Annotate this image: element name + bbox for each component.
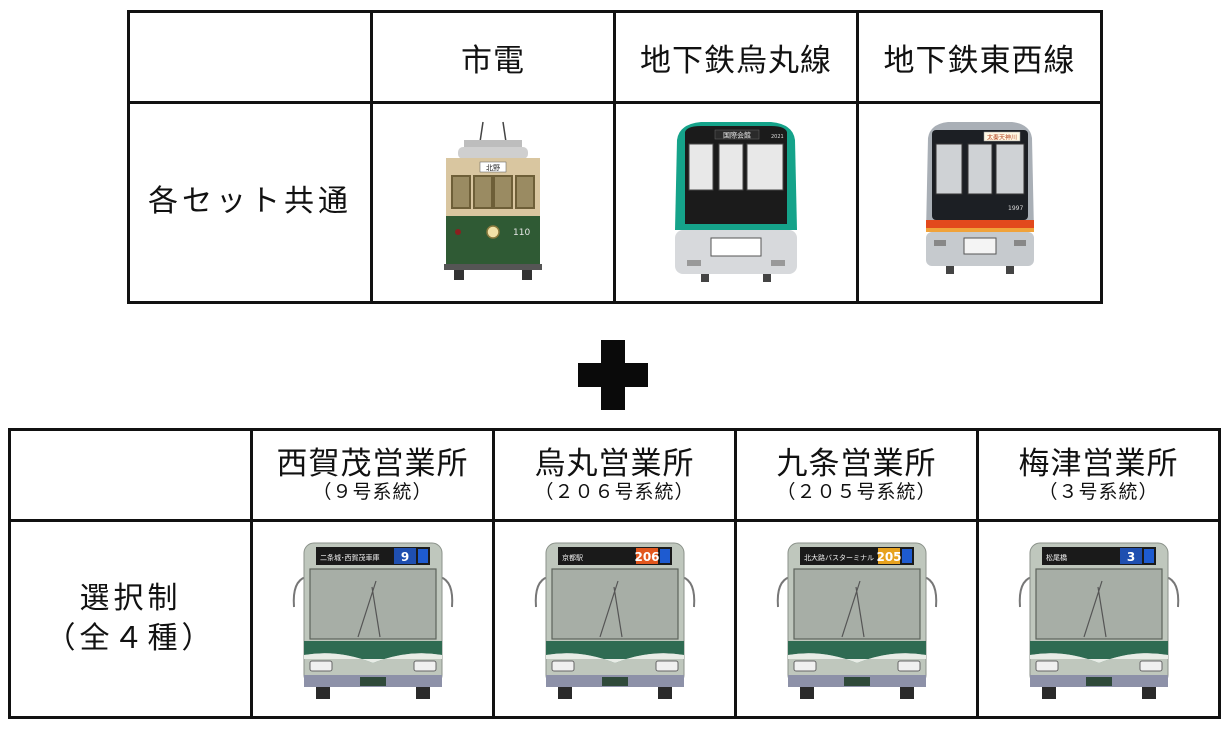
bus-sign-via: 京都駅 [562,553,583,562]
tram-number: 110 [513,228,530,238]
bus-route-badge [1119,547,1142,564]
wiper-icon [1082,580,1107,637]
wheelchair-icon [417,548,428,563]
header-karasuma-office: 烏丸営業所 （２０６号系統） [492,428,737,522]
tozai-train-cell: 太秦天神川 1997 [856,101,1103,304]
headlight-icon [1035,660,1058,671]
tozai-train-image: 太秦天神川 1997 [925,122,1034,274]
route-name: （２０６号系統） [534,481,695,504]
bus-image: 京都駅 206 [534,542,695,699]
office-name: 九条営業所 [776,445,937,482]
karasuma-number: 2021 [771,134,784,140]
bus-row-label-line1: 選択制 [79,580,182,616]
wiper-icon [356,580,381,637]
bus-image: 松尾橋 3 [1018,542,1179,699]
bus-cell-3: 松尾橋 3 [976,519,1221,719]
bus-sign-via: 北大路バスターミナル [804,553,874,562]
tozai-number: 1997 [1008,205,1023,212]
headlight-icon [1139,660,1162,671]
header-nishigamo-office: 西賀茂営業所 （９号系統） [250,428,495,522]
wheelchair-icon [901,548,912,563]
headlight-icon [551,660,574,671]
route-name: （９号系統） [312,481,433,504]
rail-header-row: 市電 地下鉄烏丸線 地下鉄東西線 [127,10,1103,104]
bus-row-label: 選択制 （全４種） [8,519,253,719]
rail-corner-cell [127,10,373,104]
bus-route-badge [635,547,658,564]
bus-row-label-line2: （全４種） [45,621,216,656]
header-umezu-office: 梅津営業所 （３号系統） [976,428,1221,522]
plus-icon [578,340,648,410]
office-name: 烏丸営業所 [534,445,695,482]
tozai-destination: 太秦天神川 [986,134,1016,142]
bus-image: 二条城･西賀茂車庫 9 [292,542,453,699]
rail-table: 市電 地下鉄烏丸線 地下鉄東西線 各セット共通 北野 110 [127,10,1103,304]
headlight-icon [897,660,920,671]
bus-sign-number: 9 [400,550,408,564]
header-kujo-office: 九条営業所 （２０５号系統） [734,428,979,522]
tram-sign: 北野 [486,164,500,172]
bus-route-badge [393,547,416,564]
bus-corner-cell [8,428,253,522]
karasuma-train-cell: 国際会館 2021 [613,101,859,304]
header-tozai-line: 地下鉄東西線 [856,10,1103,104]
wiper-icon [840,580,865,637]
bus-cell-9: 二条城･西賀茂車庫 9 [250,519,495,719]
bus-cell-206: 京都駅 206 [492,519,737,719]
route-name: （３号系統） [1038,481,1159,504]
rail-row-label: 各セット共通 [127,101,373,304]
wiper-icon [598,580,623,637]
office-name: 梅津営業所 [1018,445,1179,482]
headlight-icon [309,660,332,671]
bus-sign-number: 206 [634,550,659,564]
karasuma-train-image: 国際会館 2021 [675,122,797,282]
bus-sign-number: 205 [876,550,901,564]
office-name: 西賀茂営業所 [276,445,469,482]
bus-route-badge [877,547,900,564]
route-name: （２０５号系統） [776,481,937,504]
tram-cell: 北野 110 [370,101,616,304]
bus-sign-via: 二条城･西賀茂車庫 [320,553,380,562]
bus-header-row: 西賀茂営業所 （９号系統） 烏丸営業所 （２０６号系統） 九条営業所 （２０５号… [8,428,1221,522]
bus-sign-number: 3 [1126,550,1134,564]
header-karasuma-line: 地下鉄烏丸線 [613,10,859,104]
wheelchair-icon [659,548,670,563]
wheelchair-icon [1143,548,1154,563]
headlight-icon [793,660,816,671]
karasuma-destination: 国際会館 [723,131,751,140]
bus-table: 西賀茂営業所 （９号系統） 烏丸営業所 （２０６号系統） 九条営業所 （２０５号… [8,428,1221,719]
bus-sign-via: 松尾橋 [1046,553,1067,562]
tram-image: 北野 110 [444,121,542,280]
headlight-icon [655,660,678,671]
rail-vehicle-row: 各セット共通 北野 110 [127,101,1103,304]
header-tram: 市電 [370,10,616,104]
headlight-icon [413,660,436,671]
